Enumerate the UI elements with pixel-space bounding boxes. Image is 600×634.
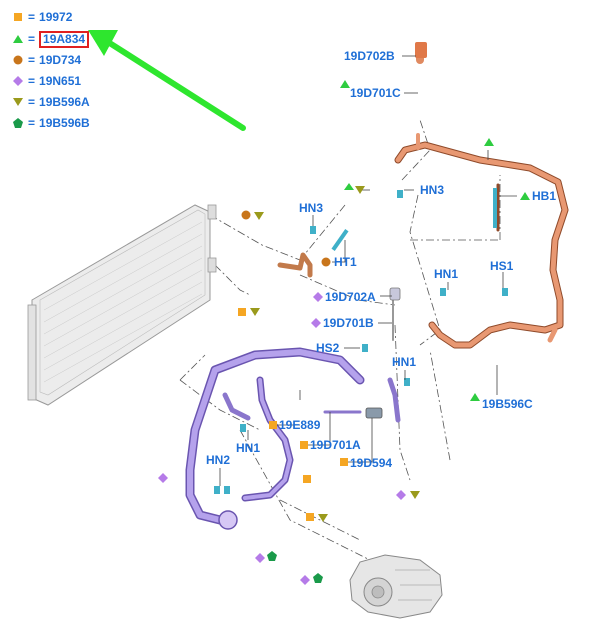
compressor — [349, 554, 443, 619]
pentagon-icon — [12, 117, 24, 129]
label-19d702a: 19D702A — [325, 290, 376, 304]
legend-item-19d734: = 19D734 — [12, 51, 81, 69]
label-hn3-top: HN3 — [420, 183, 444, 197]
label-hs2: HS2 — [316, 341, 340, 355]
part-labels: 19D702B 19D701C HN3 HB1 HN3 HT1 HN1 HS1 … — [206, 49, 556, 470]
legend-equals: = — [28, 116, 36, 130]
label-hs1: HS1 — [490, 259, 514, 273]
fittings — [214, 188, 508, 494]
circle-icon — [12, 54, 24, 66]
triangle-down-icon — [12, 96, 24, 108]
legend-code: 19B596A — [39, 95, 90, 109]
label-19d702b: 19D702B — [344, 49, 395, 63]
legend-equals: = — [28, 95, 36, 109]
legend-item-19b596b: = 19B596B — [12, 114, 90, 132]
label-hn3-left: HN3 — [299, 201, 323, 215]
square-icon — [12, 11, 24, 23]
highlight-arrow — [88, 30, 246, 131]
legend-code: 19N651 — [39, 74, 82, 88]
callout-symbols — [158, 80, 530, 585]
legend-item-19n651: = 19N651 — [12, 72, 81, 90]
service-cap — [415, 42, 427, 58]
service-port — [389, 287, 401, 301]
triangle-icon — [12, 33, 24, 45]
label-hn1-right: HN1 — [434, 267, 458, 281]
legend-equals: = — [28, 32, 36, 46]
legend-equals: = — [28, 53, 36, 67]
label-19e889: 19E889 — [279, 418, 321, 432]
legend-code: 19B596B — [39, 116, 90, 130]
condenser — [27, 204, 217, 406]
label-hb1: HB1 — [532, 189, 556, 203]
diamond-icon — [12, 75, 24, 87]
label-19d594: 19D594 — [350, 456, 392, 470]
label-hn2: HN2 — [206, 453, 230, 467]
label-19d701c: 19D701C — [350, 86, 401, 100]
legend-code: 19D734 — [39, 53, 82, 67]
label-hn1-mid: HN1 — [392, 355, 416, 369]
legend-code: 19972 — [39, 10, 73, 24]
legend-equals: = — [28, 10, 36, 24]
leader-lines — [219, 55, 517, 486]
legend-code-highlighted: 19A834 — [39, 30, 90, 48]
label-19d701b: 19D701B — [323, 316, 374, 330]
guide-lines — [179, 119, 501, 561]
label-ht1: HT1 — [334, 255, 357, 269]
label-19b596c: 19B596C — [482, 397, 533, 411]
label-19d701a: 19D701A — [310, 438, 361, 452]
line-flange — [218, 510, 238, 530]
legend-equals: = — [28, 74, 36, 88]
legend-item-19b596a: = 19B596A — [12, 93, 90, 111]
label-hn1-low: HN1 — [236, 441, 260, 455]
legend-item-19a834: = 19A834 — [12, 30, 90, 48]
legend-item-19972: = 19972 — [12, 8, 72, 26]
pressure-sensor — [365, 407, 383, 419]
purple-tube-assembly — [185, 289, 401, 525]
